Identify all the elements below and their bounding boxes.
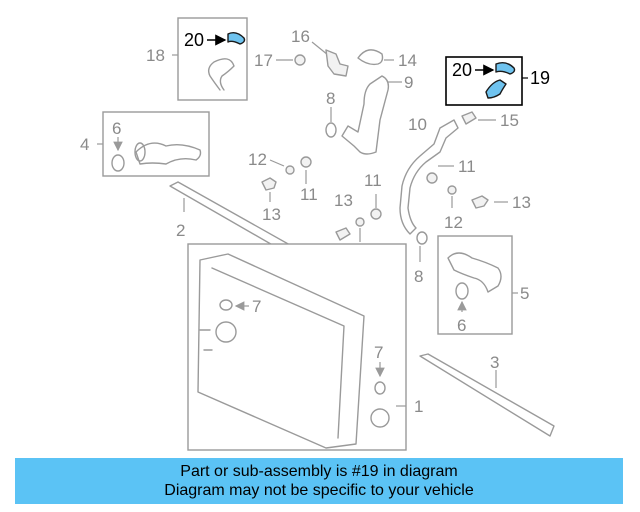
callout-18: 18 bbox=[146, 46, 165, 65]
clamp-20-icon bbox=[227, 31, 246, 45]
part-13-center[interactable]: 13 bbox=[334, 191, 353, 241]
part-7-right[interactable]: 7 bbox=[374, 343, 386, 395]
callout-20-highlight: 20 bbox=[452, 60, 472, 80]
banner-line-2: Diagram may not be specific to your vehi… bbox=[164, 482, 474, 499]
part-5-box[interactable]: 5 6 bbox=[437, 235, 529, 335]
part-12-left[interactable]: 12 bbox=[248, 150, 295, 175]
callout-4: 4 bbox=[80, 135, 89, 154]
callout-2: 2 bbox=[176, 221, 185, 240]
part-8-upper[interactable]: 8 bbox=[325, 89, 337, 138]
part-12-right[interactable]: 12 bbox=[444, 185, 463, 232]
part-19-box[interactable]: 19 20 bbox=[445, 56, 550, 106]
part-7-left[interactable]: 7 bbox=[219, 297, 261, 316]
callout-20-top: 20 bbox=[184, 30, 204, 50]
callout-13-right: 13 bbox=[512, 193, 531, 212]
banner-line-1: Part or sub-assembly is #19 in diagram bbox=[180, 463, 458, 480]
parts-diagram: 18 20 19 20 4 6 5 6 16 bbox=[80, 17, 555, 451]
callout-6-left: 6 bbox=[112, 119, 121, 138]
callout-8-upper: 8 bbox=[326, 89, 335, 108]
callout-6-right: 6 bbox=[457, 316, 466, 335]
callout-13-center: 13 bbox=[334, 191, 353, 210]
callout-16: 16 bbox=[291, 27, 310, 46]
callout-11-left: 11 bbox=[300, 185, 318, 204]
callout-17: 17 bbox=[254, 51, 273, 70]
part-15[interactable]: 15 bbox=[461, 111, 519, 130]
part-9[interactable]: 9 bbox=[341, 73, 413, 155]
part-11-right[interactable]: 11 bbox=[426, 157, 476, 184]
callout-13-left: 13 bbox=[262, 205, 281, 224]
callout-8-lower: 8 bbox=[414, 267, 423, 286]
hose-19-icon bbox=[485, 79, 507, 99]
callout-12-right: 12 bbox=[444, 213, 463, 232]
callout-19: 19 bbox=[530, 68, 550, 88]
callout-7-left: 7 bbox=[252, 297, 261, 316]
part-1-intercooler[interactable]: 1 bbox=[187, 243, 423, 451]
info-banner: Part or sub-assembly is #19 in diagram D… bbox=[15, 458, 623, 504]
callout-11-right: 11 bbox=[458, 157, 476, 176]
callout-10: 10 bbox=[408, 115, 427, 134]
part-3[interactable]: 3 bbox=[419, 353, 555, 437]
part-11-left[interactable]: 11 bbox=[300, 156, 318, 204]
callout-1: 1 bbox=[414, 397, 423, 416]
callout-15: 15 bbox=[500, 111, 519, 130]
part-14[interactable]: 14 bbox=[357, 49, 417, 70]
part-16[interactable]: 16 bbox=[291, 27, 349, 77]
callout-3: 3 bbox=[490, 353, 499, 372]
part-8-lower[interactable]: 8 bbox=[414, 231, 428, 286]
callout-5: 5 bbox=[520, 284, 529, 303]
part-13-left[interactable]: 13 bbox=[261, 177, 281, 224]
callout-9: 9 bbox=[404, 73, 413, 92]
callout-11-center: 11 bbox=[364, 171, 382, 190]
part-10[interactable]: 10 bbox=[399, 115, 459, 235]
part-4-box[interactable]: 4 6 bbox=[80, 111, 210, 177]
part-11-center[interactable]: 11 bbox=[364, 171, 382, 220]
part-18-box[interactable]: 18 20 bbox=[146, 17, 248, 101]
callout-12-left: 12 bbox=[248, 150, 267, 169]
callout-7-right: 7 bbox=[374, 343, 383, 362]
callout-14: 14 bbox=[398, 51, 417, 70]
clamp-20-highlight-icon bbox=[495, 61, 516, 75]
part-17[interactable]: 17 bbox=[254, 51, 306, 70]
part-13-right[interactable]: 13 bbox=[471, 193, 531, 212]
